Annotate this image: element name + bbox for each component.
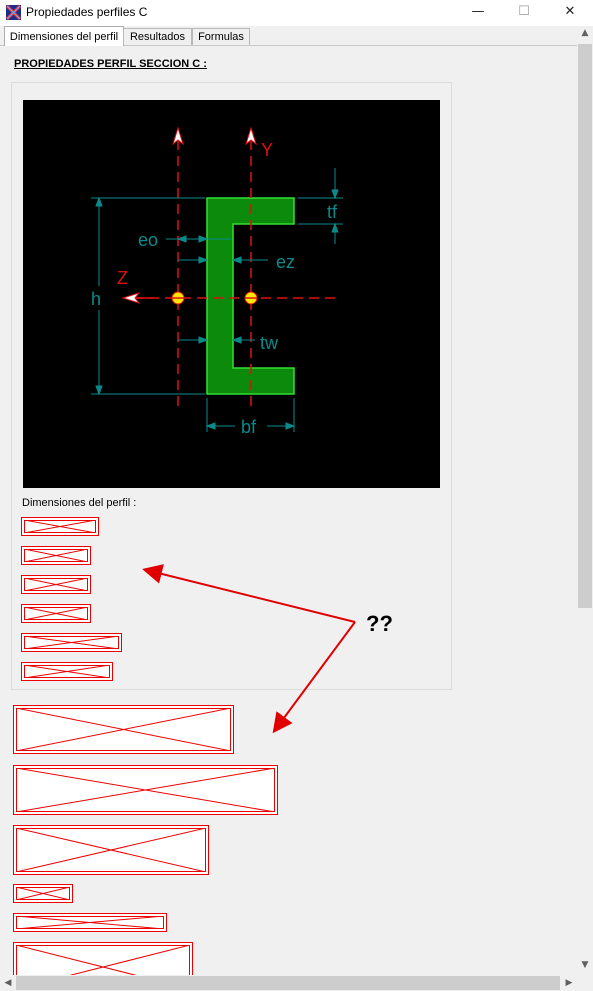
- broken-control-placeholder: [13, 913, 167, 932]
- annotation-question-marks: ??: [366, 611, 393, 636]
- y-axis-label: Y: [261, 140, 273, 160]
- tab-resultados[interactable]: Resultados: [123, 28, 192, 45]
- maximize-button[interactable]: ☐: [518, 4, 530, 19]
- broken-control-placeholder: [21, 604, 91, 623]
- broken-control-placeholder: [21, 633, 122, 652]
- scrollbar-corner: [577, 975, 593, 991]
- tab-dimensiones[interactable]: Dimensiones del perfil: [4, 26, 124, 46]
- broken-control-placeholder: [13, 825, 209, 875]
- broken-control-placeholder: [13, 942, 193, 976]
- eo-label: eo: [138, 230, 158, 250]
- broken-control-placeholder: [13, 705, 234, 754]
- scroll-up-icon[interactable]: ▲: [581, 28, 589, 38]
- scroll-down-icon[interactable]: ▼: [581, 960, 589, 970]
- tw-label: tw: [260, 333, 279, 353]
- vertical-scroll-thumb[interactable]: [578, 44, 592, 608]
- h-label: h: [91, 289, 101, 309]
- broken-control-placeholder: [21, 546, 91, 565]
- bf-label: bf: [241, 417, 257, 437]
- broken-control-placeholder: [13, 765, 278, 815]
- page-heading: PROPIEDADES PERFIL SECCION C :: [14, 58, 207, 70]
- broken-control-placeholder: [13, 884, 73, 903]
- broken-control-placeholder: [21, 517, 99, 536]
- title-bar: [0, 0, 593, 26]
- broken-control-placeholder: [21, 575, 91, 594]
- profile-groupbox: [11, 82, 452, 690]
- c-channel-shape: [206, 197, 295, 395]
- window-title: Propiedades perfiles C: [26, 5, 148, 19]
- broken-control-placeholder: [21, 662, 113, 681]
- tab-strip-border: [0, 45, 578, 46]
- x-logo-icon: [5, 4, 22, 21]
- ez-label: ez: [276, 252, 295, 272]
- tf-label: tf: [327, 202, 338, 222]
- z-axis-label: Z: [117, 268, 128, 288]
- dimensions-label: Dimensiones del perfil :: [22, 497, 137, 509]
- minimize-button[interactable]: —: [471, 4, 485, 19]
- scroll-right-icon[interactable]: ▶: [565, 978, 573, 988]
- horizontal-scroll-thumb[interactable]: [16, 976, 560, 990]
- close-button[interactable]: ✕: [564, 4, 576, 19]
- scroll-left-icon[interactable]: ◀: [4, 978, 12, 988]
- c-section-diagram: tf eo ez h Z Y tw bf: [23, 100, 440, 488]
- tab-formulas[interactable]: Formulas: [192, 28, 250, 45]
